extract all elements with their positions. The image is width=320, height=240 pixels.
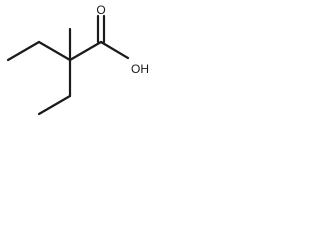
bond-ethyl1-terminal: [6, 40, 41, 62]
bond-ethyl2-terminal: [37, 94, 72, 116]
bond-quaternary-to-carboxyl: [68, 40, 103, 62]
bond-carboxyl-to-hydroxyl: [99, 40, 130, 60]
skeletal-formula: O OH: [6, 3, 149, 116]
structure-diagram: O OH: [0, 0, 160, 134]
atom-label-hydroxyl: OH: [131, 62, 149, 76]
atom-label-carbonyl-oxygen: O: [96, 3, 105, 17]
bond-ethyl1-to-quaternary: [37, 40, 72, 62]
